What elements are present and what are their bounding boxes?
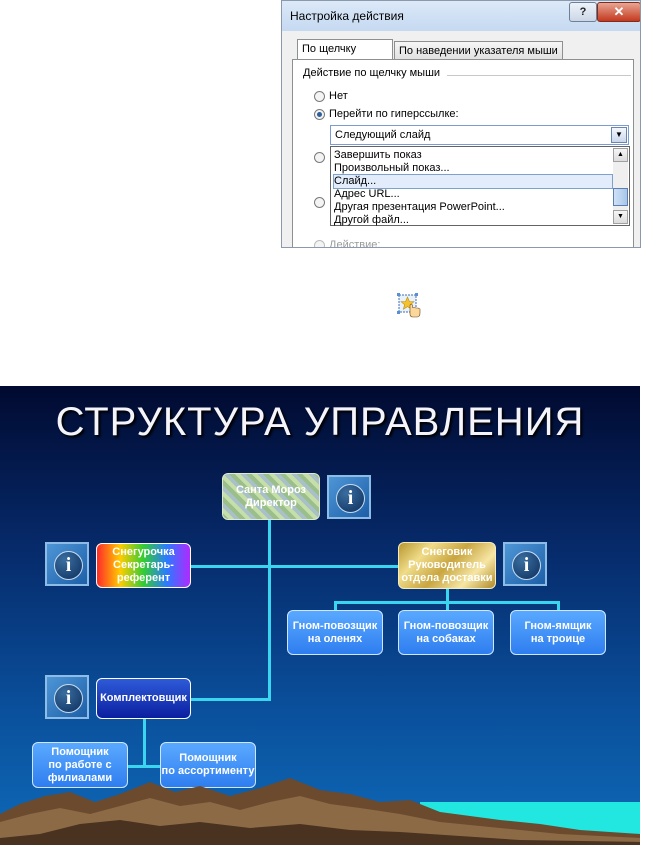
- dialog-title: Настройка действия: [290, 9, 404, 23]
- info-icon: i: [54, 684, 83, 713]
- box-text: референт: [116, 572, 171, 584]
- tab-on-hover[interactable]: По наведении указателя мыши: [394, 41, 563, 60]
- box-text: Секретарь-: [113, 559, 174, 571]
- scroll-down-icon[interactable]: ▼: [613, 210, 628, 224]
- box-komplektovshchik[interactable]: Комплектовщик: [96, 678, 191, 719]
- info-icon: i: [336, 484, 365, 513]
- info-button-snegurochka[interactable]: i: [45, 542, 89, 586]
- connector-gnome2: [446, 601, 449, 614]
- box-text: Помощник: [51, 745, 109, 758]
- radio-action[interactable]: [314, 240, 325, 247]
- box-helper-branches[interactable]: Помощник по работе с филиалами: [32, 742, 128, 788]
- info-icon: i: [54, 551, 83, 580]
- dropdown-item-end-show[interactable]: Завершить показ: [334, 149, 422, 161]
- radio-hyperlink[interactable]: [314, 109, 325, 120]
- connector-gnome3: [557, 601, 560, 614]
- close-button[interactable]: ✕: [597, 2, 640, 22]
- help-button[interactable]: ?: [569, 2, 597, 22]
- box-text: Руководитель: [408, 559, 486, 571]
- info-icon: i: [512, 551, 541, 580]
- radio-hyperlink-label: Перейти по гиперссылке:: [329, 108, 459, 120]
- box-text: Помощник: [179, 752, 237, 764]
- box-text: Гном-повозщик: [403, 619, 489, 632]
- radio-action-label: Действие:: [329, 239, 381, 248]
- info-button-komplekt[interactable]: i: [45, 675, 89, 719]
- box-text: Гном-повозщик: [292, 619, 378, 632]
- tab-on-click[interactable]: По щелчку мыши: [297, 39, 393, 74]
- box-helper-assortment[interactable]: Помощник по ассортименту: [160, 742, 256, 788]
- group-divider: [447, 75, 631, 76]
- box-text: Директор: [245, 496, 297, 509]
- info-button-snegovik[interactable]: i: [503, 542, 547, 586]
- dropdown-item-other-file[interactable]: Другой файл...: [334, 214, 409, 226]
- box-text: на оленях: [307, 632, 363, 645]
- hyperlink-select-value: Следующий слайд: [335, 129, 431, 141]
- hyperlink-select[interactable]: Следующий слайд ▼: [330, 125, 629, 145]
- dropdown-item-url[interactable]: Адрес URL...: [334, 188, 400, 200]
- box-santa-director[interactable]: Санта Мороз Директор: [222, 473, 320, 520]
- box-text: по ассортименту: [161, 765, 255, 777]
- dropdown-item-slide[interactable]: Слайд...: [333, 174, 613, 189]
- box-text: Санта Мороз: [235, 483, 307, 496]
- box-text: отдела доставки: [401, 572, 493, 584]
- radio-run-macro[interactable]: [314, 197, 325, 208]
- dropdown-item-custom-show[interactable]: Произвольный показ...: [334, 162, 450, 174]
- info-button-santa[interactable]: i: [327, 475, 371, 519]
- box-text: на собаках: [416, 632, 476, 645]
- box-text: по работе с: [48, 758, 112, 771]
- connector-santa-vertical: [268, 519, 271, 699]
- mountains-illustration: [0, 778, 640, 845]
- hyperlink-dropdown-list: Завершить показ Произвольный показ... Сл…: [330, 146, 630, 226]
- box-text: Гном-ямщик: [524, 619, 592, 632]
- connector-helpers-horizontal: [127, 765, 163, 768]
- box-text: Комплектовщик: [100, 692, 187, 704]
- connector-komplekt: [190, 698, 271, 701]
- box-snegurochka[interactable]: Снегурочка Секретарь- референт: [96, 543, 191, 588]
- box-gnome-reindeer[interactable]: Гном-повозщик на оленях: [287, 610, 383, 655]
- slide-title: СТРУКТУРА УПРАВЛЕНИЯ: [55, 400, 585, 444]
- connector-snegovik-down: [446, 588, 449, 602]
- dropdown-item-other-presentation[interactable]: Другая презентация PowerPoint...: [334, 201, 505, 213]
- box-text: Снегурочка: [112, 546, 175, 558]
- action-settings-dialog: Настройка действия ? ✕ По щелчку мыши По…: [281, 0, 641, 248]
- radio-none[interactable]: [314, 91, 325, 102]
- org-chart-slide: СТРУКТУРА УПРАВЛЕНИЯ Санта Мороз Директо…: [0, 386, 640, 845]
- radio-none-label: Нет: [329, 90, 348, 102]
- box-gnome-troika[interactable]: Гном-ямщик на троице: [510, 610, 606, 655]
- scroll-thumb[interactable]: [613, 188, 628, 206]
- scroll-up-icon[interactable]: ▲: [613, 148, 628, 162]
- box-text: филиалами: [47, 771, 113, 784]
- connector-level2-horizontal: [190, 565, 400, 568]
- connector-komplekt-down: [143, 718, 146, 766]
- radio-run-program[interactable]: [314, 152, 325, 163]
- dialog-titlebar: Настройка действия ? ✕: [282, 1, 640, 31]
- group-label: Действие по щелчку мыши: [303, 67, 441, 79]
- box-text: на троице: [530, 632, 586, 645]
- connector-gnome1: [334, 601, 337, 614]
- box-text: Снеговик: [421, 546, 473, 558]
- star-action-button-icon[interactable]: [396, 292, 422, 318]
- box-snegovik[interactable]: Снеговик Руководитель отдела доставки: [398, 542, 496, 589]
- box-gnome-dogs[interactable]: Гном-повозщик на собаках: [398, 610, 494, 655]
- chevron-down-icon[interactable]: ▼: [611, 127, 627, 143]
- dropdown-scrollbar[interactable]: ▲ ▼: [613, 148, 628, 224]
